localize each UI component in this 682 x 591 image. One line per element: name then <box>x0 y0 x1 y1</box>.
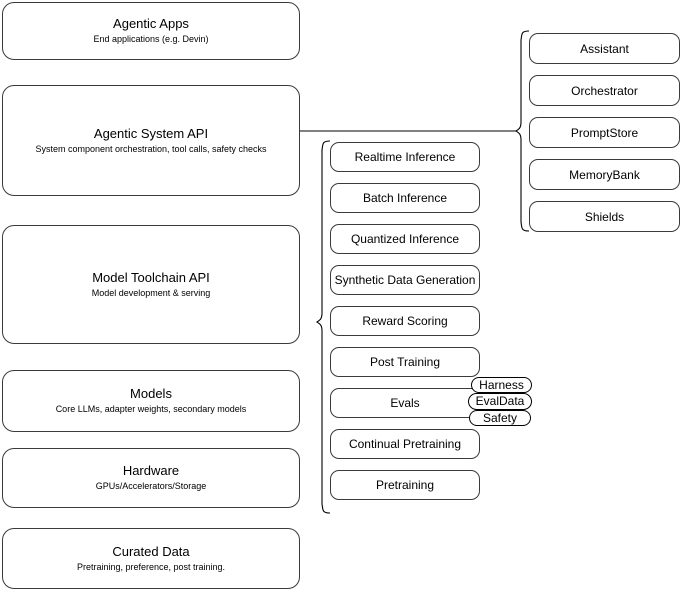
layer-box-agentic-system-api[interactable]: Agentic System API System component orch… <box>2 85 300 196</box>
layer-title: Model Toolchain API <box>92 269 210 285</box>
toolchain-item-pretraining[interactable]: Pretraining <box>330 470 480 500</box>
layer-title: Hardware <box>122 463 180 478</box>
layer-box-hardware[interactable]: Hardware GPUs/Accelerators/Storage <box>2 448 300 508</box>
toolchain-item-batch-inference[interactable]: Batch Inference <box>330 183 480 213</box>
system-item-assistant[interactable]: Assistant <box>529 33 680 64</box>
eval-badge-safety[interactable]: Safety <box>469 410 531 426</box>
system-item-shields[interactable]: Shields <box>529 201 680 232</box>
eval-badge-harness[interactable]: Harness <box>471 377 532 393</box>
toolchain-item-realtime-inference[interactable]: Realtime Inference <box>330 142 480 172</box>
toolchain-item-quantized-inference[interactable]: Quantized Inference <box>330 224 480 254</box>
layer-title: Agentic System API <box>93 125 209 141</box>
toolchain-item-continual-pretraining[interactable]: Continual Pretraining <box>330 429 480 459</box>
brace-system-components <box>515 30 530 232</box>
eval-badge-evaldata[interactable]: EvalData <box>468 393 532 410</box>
layer-subtitle: Core LLMs, adapter weights, secondary mo… <box>55 404 247 414</box>
system-item-promptstore[interactable]: PromptStore <box>529 117 680 148</box>
toolchain-item-post-training[interactable]: Post Training <box>330 347 480 377</box>
layer-subtitle: Model development & serving <box>91 287 211 298</box>
toolchain-item-evals[interactable]: Evals <box>330 388 480 418</box>
brace-toolchain-components <box>316 140 331 514</box>
layer-title: Agentic Apps <box>113 16 189 31</box>
layer-subtitle: System component orchestration, tool cal… <box>35 143 267 154</box>
layer-title: Models <box>130 386 172 401</box>
layer-subtitle: End applications (e.g. Devin) <box>93 34 209 44</box>
layer-box-agentic-apps[interactable]: Agentic Apps End applications (e.g. Devi… <box>2 2 300 60</box>
layer-subtitle: Pretraining, preference, post training. <box>76 561 226 572</box>
system-item-memorybank[interactable]: MemoryBank <box>529 159 680 190</box>
layer-subtitle: GPUs/Accelerators/Storage <box>95 481 207 491</box>
toolchain-item-reward-scoring[interactable]: Reward Scoring <box>330 306 480 336</box>
layer-box-curated-data[interactable]: Curated Data Pretraining, preference, po… <box>2 528 300 589</box>
layer-box-models[interactable]: Models Core LLMs, adapter weights, secon… <box>2 370 300 432</box>
system-item-orchestrator[interactable]: Orchestrator <box>529 75 680 106</box>
layer-box-model-toolchain-api[interactable]: Model Toolchain API Model development & … <box>2 225 300 344</box>
toolchain-item-synthetic-data-generation[interactable]: Synthetic Data Generation <box>330 265 480 295</box>
layer-title: Curated Data <box>112 543 190 559</box>
